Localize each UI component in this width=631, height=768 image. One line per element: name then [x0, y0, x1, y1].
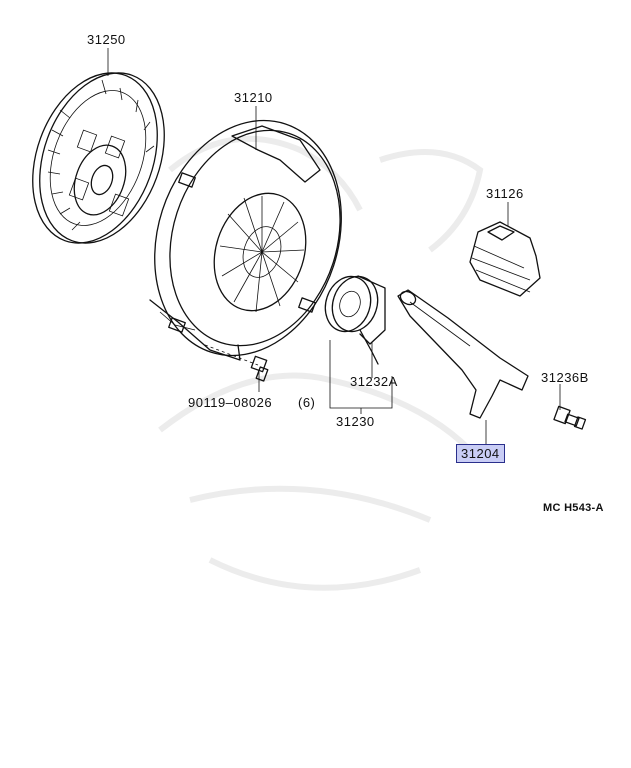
watermark-logo [158, 135, 484, 591]
boot-drawing[interactable] [469, 221, 541, 297]
quantity-label: (6) [298, 395, 316, 410]
diagram-code: MC H543-A [543, 502, 604, 514]
part-label-31204-highlighted[interactable]: 31204 [456, 444, 505, 463]
leader-lines [107, 48, 561, 444]
part-label-31236b[interactable]: 31236B [541, 370, 589, 385]
part-label-31126[interactable]: 31126 [486, 186, 524, 201]
pivot-stud-drawing[interactable] [553, 405, 587, 430]
release-bearing-drawing[interactable] [318, 271, 386, 365]
clutch-cover-drawing[interactable] [125, 96, 370, 380]
clutch-disc-drawing[interactable] [10, 55, 186, 260]
part-label-31230[interactable]: 31230 [336, 414, 375, 429]
bolt-drawing[interactable] [204, 344, 269, 382]
release-fork-drawing[interactable] [397, 289, 529, 419]
part-label-90119-08026[interactable]: 90119–08026 [188, 395, 273, 410]
part-label-31250[interactable]: 31250 [87, 32, 126, 47]
part-label-31232a[interactable]: 31232A [350, 374, 398, 389]
part-label-31210[interactable]: 31210 [234, 90, 273, 105]
